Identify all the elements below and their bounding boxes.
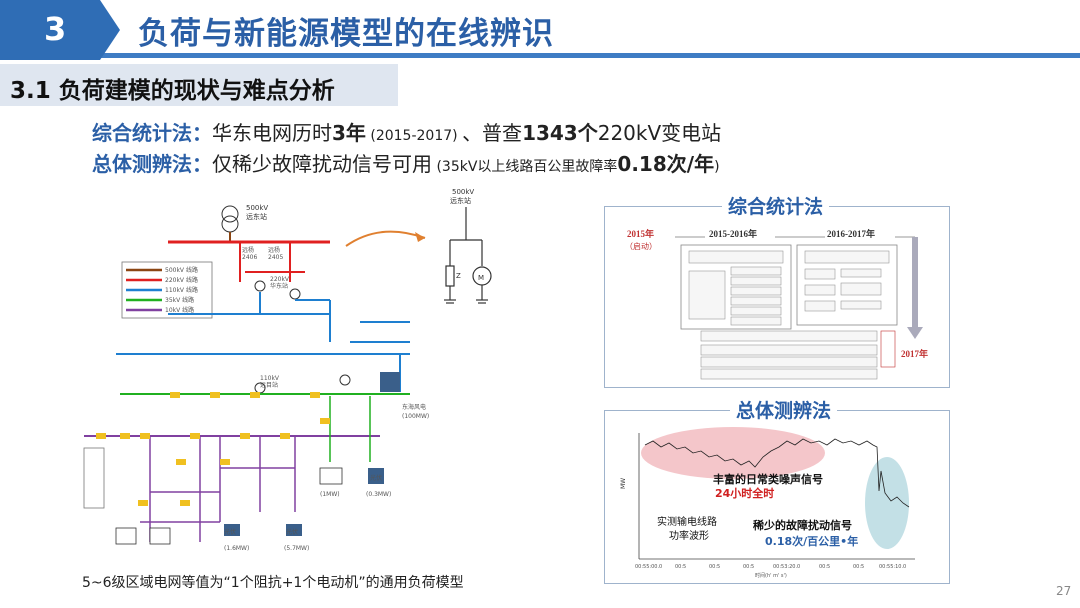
svg-text:00:5: 00:5	[819, 564, 830, 570]
fault-highlight	[865, 457, 909, 549]
svg-text:（启动）: （启动）	[625, 241, 657, 251]
power-waveform-chart: MW 00:55:00.0 00:5 00:5 00:5 00:53:20.0 …	[620, 427, 915, 579]
svg-text:220kV 线路: 220kV 线路	[165, 276, 198, 284]
legend-items: 500kV 线路 220kV 线路 110kV 线路 35kV 线路 10kV …	[126, 266, 198, 314]
svg-text:2405: 2405	[268, 254, 283, 261]
measurement-panel: MW 00:55:00.0 00:5 00:5 00:5 00:53:20.0 …	[604, 410, 950, 584]
phase-2-label: 2016-2017年	[827, 228, 875, 239]
survey-flowchart: 2015年 （启动） 2015-2016年 2016-2017年 2017年	[625, 228, 928, 380]
wind-label: 东海风电	[402, 403, 426, 411]
svg-text:M: M	[478, 274, 484, 282]
page-number: 27	[1056, 584, 1072, 598]
svg-text:远目站: 远目站	[260, 381, 278, 389]
svg-text:2406: 2406	[242, 254, 257, 261]
svg-text:时间(h' m' s'): 时间(h' m' s')	[755, 572, 787, 579]
svg-text:(1.6MW): (1.6MW)	[224, 545, 249, 552]
svg-text:Z: Z	[456, 272, 461, 280]
svg-text:功率波形: 功率波形	[669, 529, 709, 542]
fault-label: 稀少的故障扰动信号	[753, 518, 852, 532]
wind-farm-icon	[380, 372, 400, 392]
svg-text:00:5: 00:5	[853, 564, 864, 570]
statistical-method-line: 综合统计法：华东电网历时3年 (2015-2017) 、普查1343个220kV…	[92, 121, 722, 145]
phase-1-label: 2015-2016年	[709, 228, 757, 239]
section-title: 负荷与新能源模型的在线辨识	[138, 16, 554, 52]
header-rule	[0, 53, 1080, 58]
noise-label: 丰富的日常类噪声信号	[713, 472, 823, 486]
svg-text:500kV 线路: 500kV 线路	[165, 266, 198, 274]
impedance-icon	[445, 265, 455, 287]
svg-text:10kV 线路: 10kV 线路	[165, 306, 194, 314]
svg-text:00:5: 00:5	[675, 564, 686, 570]
svg-text:110kV 线路: 110kV 线路	[165, 286, 198, 294]
fault-rate: 0.18次/百公里•年	[765, 534, 858, 548]
pv-icon	[368, 468, 384, 484]
svg-text:110kV: 110kV	[260, 375, 280, 382]
equivalence-arrow	[345, 230, 426, 247]
load-box	[319, 467, 343, 485]
measurement-panel-title: 总体测辨法	[730, 396, 838, 423]
svg-text:00:53:20.0: 00:53:20.0	[773, 564, 800, 570]
statistics-panel: 2015年 （启动） 2015-2016年 2016-2017年 2017年	[604, 206, 950, 388]
subheader-band	[0, 64, 398, 106]
svg-text:00:55:00.0: 00:55:00.0	[635, 564, 662, 570]
diagram-caption: 5~6级区域电网等值为“1个阻抗+1个电动机”的通用负荷模型	[82, 575, 464, 591]
svg-text:00:55:10.0: 00:55:10.0	[879, 564, 906, 570]
svg-text:华东站: 华东站	[270, 282, 288, 290]
transformer-icon	[221, 205, 239, 223]
svg-text:(1MW): (1MW)	[320, 491, 340, 498]
measurement-method-line: 总体测辨法：仅稀少故障扰动信号可用 (35kV以上线路百公里故障率0.18次/年…	[92, 152, 720, 176]
svg-text:00:5: 00:5	[709, 564, 720, 570]
noise-highlight	[641, 427, 825, 479]
section-badge	[0, 0, 120, 60]
power-waveform	[644, 438, 910, 508]
svg-text:远东站: 远东站	[450, 196, 471, 205]
svg-text:(0.3MW): (0.3MW)	[366, 491, 391, 498]
year-2017: 2017年	[901, 348, 928, 359]
grid-network-diagram: 500kV 远东站 远杨 2406 远杨 2405 220kV 华东站 500k…	[83, 188, 492, 552]
svg-text:远东站: 远东站	[246, 212, 267, 221]
svg-text:MW: MW	[620, 478, 627, 489]
top-label: 500kV	[246, 204, 268, 212]
subsection-title: 3.1 负荷建模的现状与难点分析	[10, 78, 335, 104]
svg-text:(5.7MW): (5.7MW)	[284, 545, 309, 552]
svg-text:(100MW): (100MW)	[402, 413, 429, 420]
method-label: 总体测辨法：	[92, 152, 212, 176]
svg-text:00:5: 00:5	[743, 564, 754, 570]
bus-2405-label: 远杨	[268, 246, 280, 254]
method-label: 综合统计法：	[92, 121, 212, 145]
year-2015: 2015年	[627, 228, 654, 239]
noise-duration: 24小时全时	[715, 486, 774, 500]
svg-text:光伏: 光伏	[370, 474, 382, 482]
svg-text:220kV: 220kV	[270, 276, 290, 283]
svg-text:光伏: 光伏	[286, 528, 298, 536]
svg-text:光伏: 光伏	[224, 528, 236, 536]
measured-label: 实测输电线路	[657, 515, 717, 528]
svg-text:35kV 线路: 35kV 线路	[165, 296, 194, 304]
section-number: 3	[44, 10, 67, 48]
statistics-panel-title: 综合统计法	[722, 192, 830, 219]
bus-2406-label: 远杨	[242, 246, 254, 254]
equivalent-source-label: 500kV	[452, 188, 474, 196]
